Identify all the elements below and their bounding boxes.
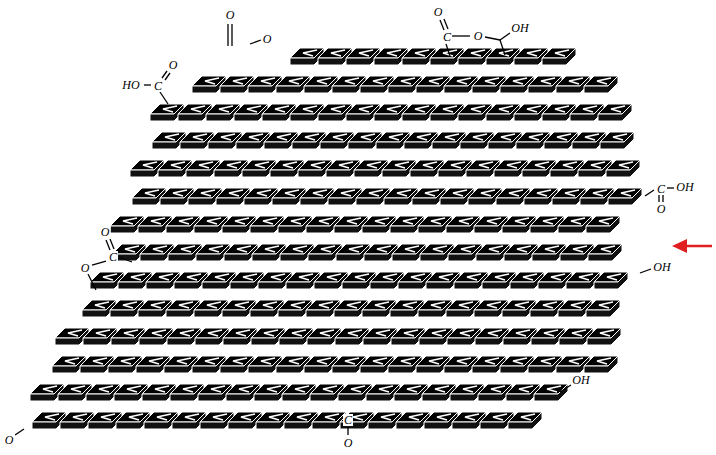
bond-lines [15, 19, 674, 435]
chemical-group-label: OH [571, 374, 590, 386]
block-tile [608, 188, 642, 205]
block-tile [542, 48, 576, 65]
bond-line [347, 427, 348, 435]
chemical-group-label: O [4, 434, 15, 446]
block-tile [508, 412, 542, 429]
bond-line [15, 429, 24, 435]
bond-line [500, 40, 505, 55]
block-grid [30, 48, 642, 429]
bond-line [106, 240, 110, 250]
chemical-group-label: O [100, 226, 111, 238]
chemical-group-label: O [343, 437, 354, 449]
block-tile [594, 272, 628, 289]
bond-line [667, 187, 674, 188]
bond-line [500, 33, 510, 40]
bond-line [144, 84, 151, 85]
chemical-group-label: C [153, 80, 163, 92]
bond-line [162, 71, 167, 78]
chemical-group-label: OH [510, 22, 529, 34]
chemical-group-label: C [442, 31, 452, 43]
chemical-group-label: O [80, 262, 91, 274]
chemical-group-label: C [343, 414, 353, 426]
block-tile [586, 216, 620, 233]
bond-line [110, 239, 114, 249]
block-tile [587, 328, 621, 345]
chemical-group-label: O [262, 33, 273, 45]
red-arrow [672, 239, 712, 253]
bond-line [640, 269, 651, 273]
chemical-group-label: HO [121, 79, 140, 91]
chemical-group-label: O [433, 6, 444, 18]
chemical-group-label: C [656, 183, 666, 195]
chemical-group-label: O [225, 9, 236, 21]
bond-line [227, 24, 228, 46]
block-tile [584, 76, 618, 93]
bond-line [231, 24, 232, 46]
bond-line [92, 261, 106, 265]
block-tile [534, 384, 568, 401]
bond-line [645, 190, 654, 196]
bond-line [485, 37, 500, 40]
chemical-group-label: OH [675, 181, 694, 193]
block-tile [598, 104, 632, 121]
chemical-group-label: O [168, 59, 179, 71]
bond-line [119, 257, 132, 262]
chemical-group-label: O [473, 30, 484, 42]
block-tile [584, 356, 618, 373]
block-tile [600, 132, 634, 149]
chemical-group-label: OH [652, 261, 671, 273]
chemical-group-label: O [656, 203, 667, 215]
bond-line [160, 92, 168, 104]
bond-line [440, 20, 444, 30]
bond-line [88, 274, 96, 290]
bond-line [444, 19, 448, 29]
block-tile [588, 244, 622, 261]
bond-line [452, 35, 470, 36]
bond-line [165, 73, 170, 80]
block-tile [586, 300, 620, 317]
bond-line [560, 385, 571, 392]
bond-line [446, 44, 450, 56]
chemical-group-label: C [108, 251, 118, 263]
block-tile [606, 160, 640, 177]
bond-line [658, 195, 659, 202]
bond-line [662, 195, 663, 202]
bond-line [250, 40, 261, 44]
